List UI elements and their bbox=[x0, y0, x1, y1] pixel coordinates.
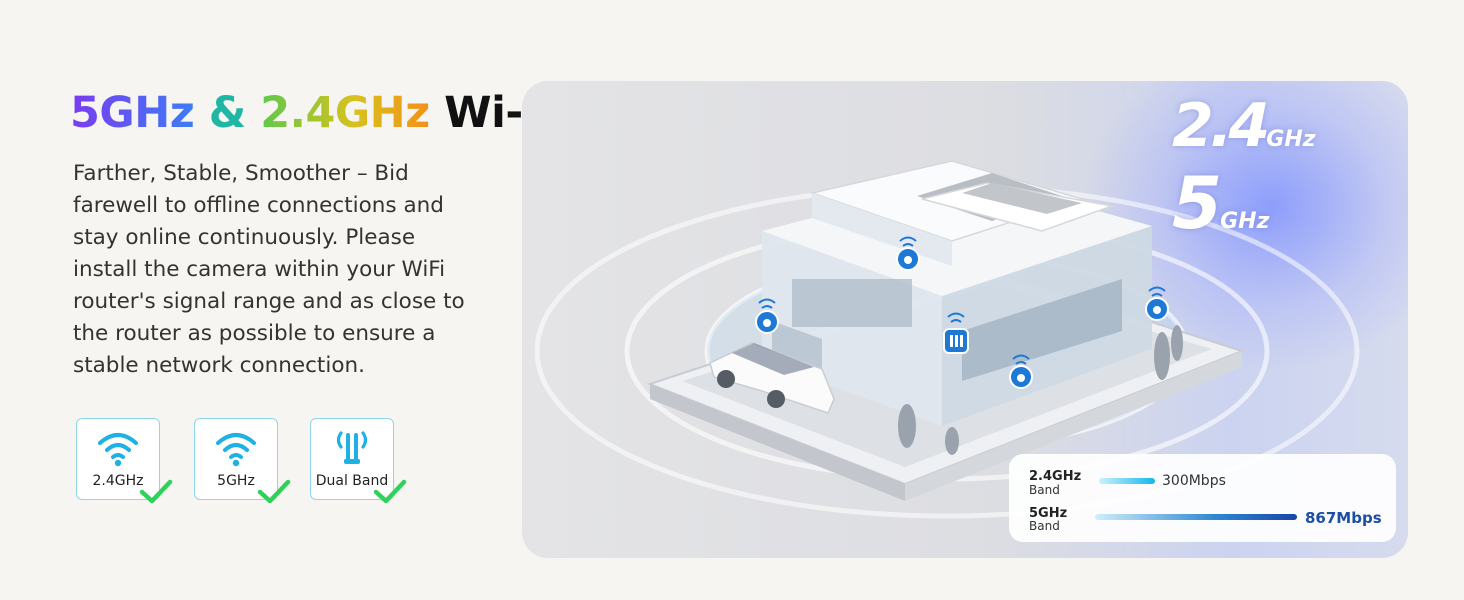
coverage-illustration: 2.4GHz 5GHz 2.4GHz Band 300Mbps 5GHz Ban… bbox=[522, 81, 1408, 558]
band-name: 5GHz bbox=[1029, 506, 1068, 521]
badge-24ghz: 2.4GHz bbox=[76, 418, 173, 504]
speed-card: 2.4GHz Band 300Mbps 5GHz Band 867Mbps bbox=[1009, 454, 1396, 542]
house-body bbox=[762, 160, 1152, 426]
headline-24ghz: 2.4GHz bbox=[260, 88, 430, 138]
headline-5ghz: 5GHz bbox=[70, 88, 195, 138]
description: Farther, Stable, Smoother – Bid farewell… bbox=[73, 161, 465, 378]
house-scene bbox=[534, 160, 1360, 519]
band-5-main: 5 bbox=[1172, 161, 1222, 245]
car bbox=[709, 342, 835, 414]
wifi-icon bbox=[216, 433, 256, 467]
band-5-unit: GHz bbox=[1220, 209, 1270, 234]
speed-value: 300Mbps bbox=[1162, 473, 1226, 489]
band-name: 2.4GHz bbox=[1029, 469, 1082, 484]
speed-bar-24ghz bbox=[1099, 478, 1155, 484]
camera-icon bbox=[896, 236, 920, 271]
band-24-main: 2.4 bbox=[1172, 91, 1270, 161]
badge-label: Dual Band bbox=[315, 473, 389, 489]
badge-label: 5GHz bbox=[217, 473, 255, 489]
band-24ghz-text: 2.4GHz bbox=[1172, 91, 1316, 161]
headline: 5GHz & 2.4GHz Wi-Fi bbox=[70, 88, 566, 138]
camera-icon bbox=[1009, 354, 1033, 389]
headline-amp: & bbox=[208, 88, 247, 138]
wifi-icon bbox=[98, 433, 138, 467]
camera-icon bbox=[755, 298, 779, 334]
check-icon bbox=[257, 479, 291, 504]
trees bbox=[898, 325, 1183, 455]
band-sub: Band bbox=[1029, 519, 1060, 533]
speed-bar-5ghz bbox=[1095, 514, 1297, 520]
antenna-icon bbox=[336, 431, 368, 464]
badge-dual-band: Dual Band bbox=[310, 418, 407, 504]
camera-icon bbox=[1145, 286, 1169, 321]
band-24-unit: GHz bbox=[1266, 127, 1316, 152]
check-icon bbox=[139, 479, 173, 504]
badge-label: 2.4GHz bbox=[92, 473, 144, 489]
band-sub: Band bbox=[1029, 483, 1060, 497]
badge-5ghz: 5GHz bbox=[194, 418, 291, 504]
check-icon bbox=[373, 479, 407, 504]
band-5ghz-text: 5GHz bbox=[1172, 161, 1269, 245]
router-icon bbox=[943, 312, 969, 354]
speed-value: 867Mbps bbox=[1305, 509, 1382, 527]
